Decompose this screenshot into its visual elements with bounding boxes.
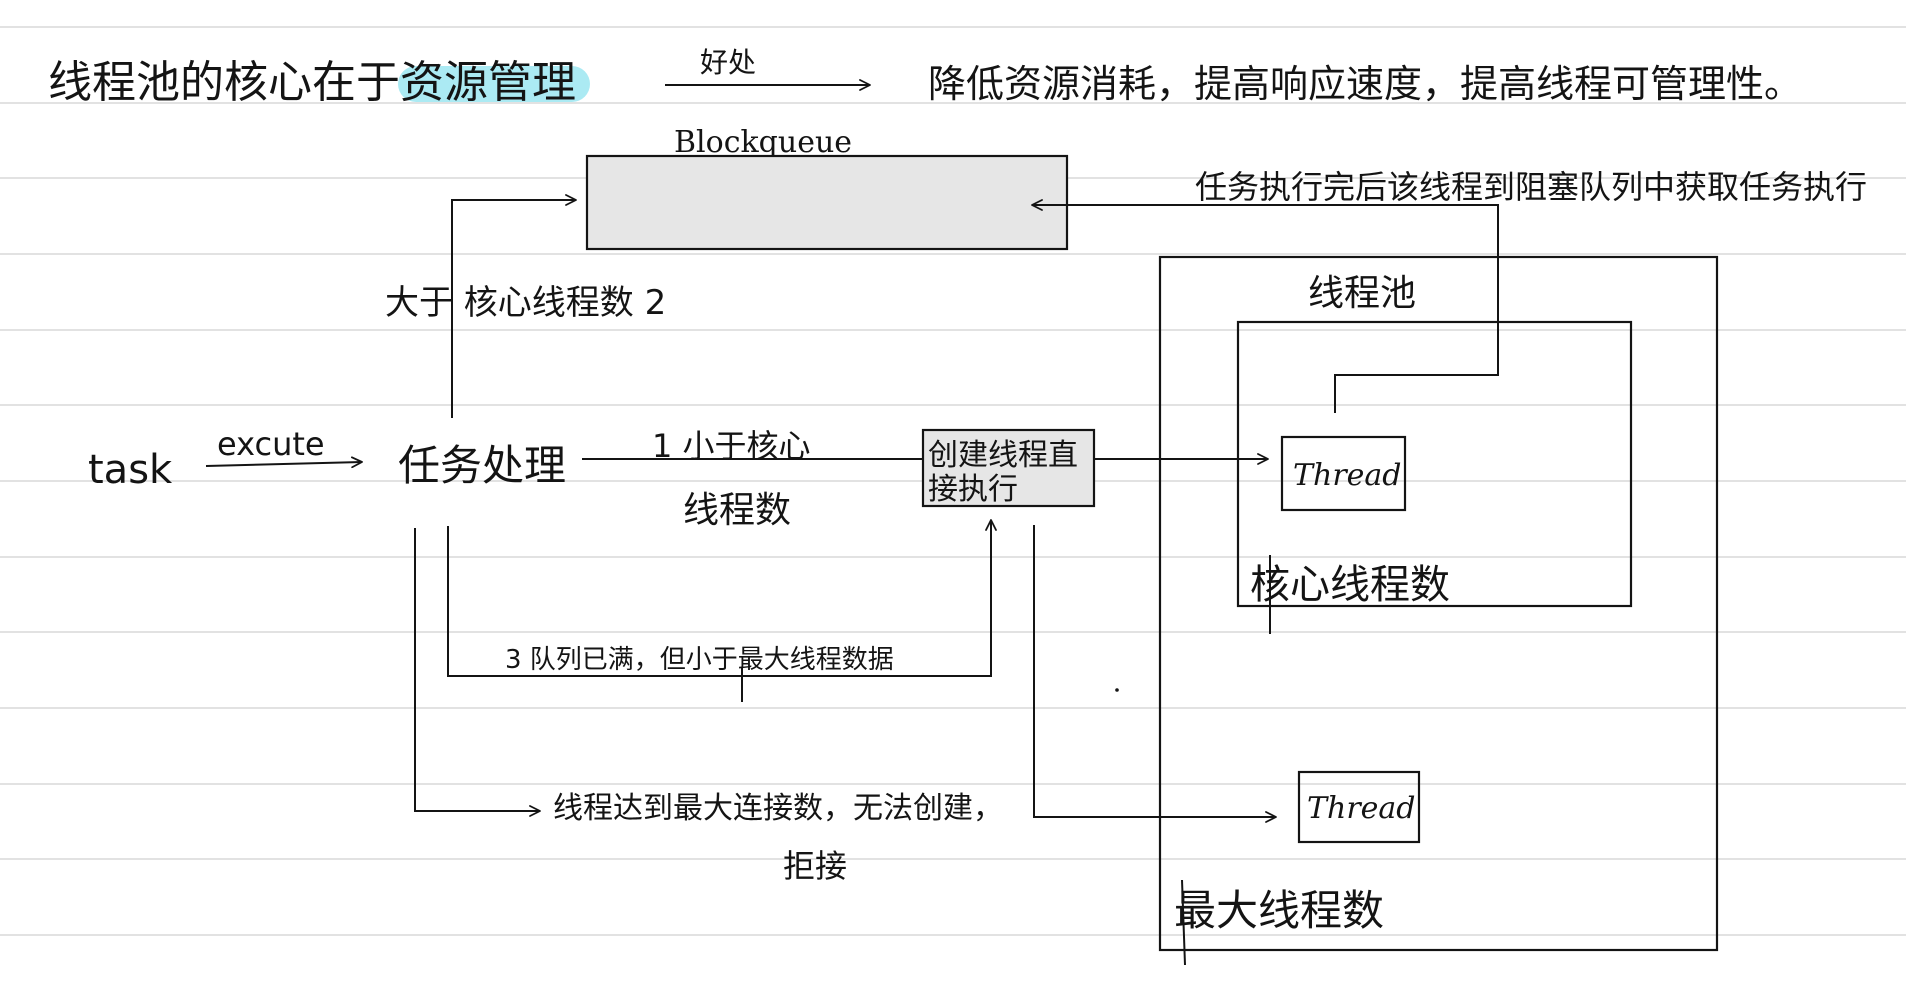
title-highlight [398, 66, 590, 102]
branch-less-core-1: 1 小于核心 [652, 427, 811, 465]
title-text: 线程池的核心在于资源管理 [48, 57, 576, 108]
queue-full-label: 3 队列已满，但小于最大线程数据 [505, 645, 894, 675]
thread-box-2 [1297, 770, 1421, 844]
reject-line2: 拒接 [783, 847, 847, 885]
max-count-label: 最大线程数 [1174, 886, 1384, 935]
thread-box-1 [1280, 435, 1407, 512]
ruled-lines [0, 26, 1906, 936]
create-thread-line2: 接执行 [928, 472, 1018, 507]
create-thread-line1: 创建线程直 [928, 438, 1078, 473]
max-pool-tick [1181, 879, 1186, 966]
benefit-text: 降低资源消耗，提高响应速度，提高线程可管理性。 [928, 62, 1802, 106]
return-to-queue-arrow [1031, 199, 1499, 413]
execute-label: excute [217, 425, 325, 463]
pool-label: 线程池 [1308, 273, 1416, 314]
queue-full-arrow [447, 519, 997, 677]
task-label: task [88, 447, 173, 493]
return-to-queue-text: 任务执行完后该线程到阻塞队列中获取任务执行 [1195, 168, 1867, 206]
to-queue-arrow [451, 194, 577, 418]
core-count-label: 核心线程数 [1250, 562, 1450, 608]
branch-core-greater: 大于 核心线程数 2 [385, 283, 666, 323]
create-to-thread2-arrow [1033, 525, 1277, 823]
stray-dot [1115, 688, 1119, 692]
execute-arrow [205, 456, 363, 469]
create-thread-box [921, 428, 1096, 508]
branch-less-core-2: 线程数 [683, 490, 791, 531]
benefit-label: 好处 [700, 46, 756, 79]
core-pool-box [1236, 320, 1633, 608]
thread-label-1: Thread [1293, 458, 1402, 493]
thread-label-2: Thread [1307, 791, 1416, 826]
blockqueue-box [585, 154, 1069, 251]
blockqueue-label: Blockqueue [674, 125, 852, 160]
reject-arrow [414, 528, 541, 817]
reject-line1: 线程达到最大连接数，无法创建， [553, 791, 1003, 826]
max-pool-box [1158, 255, 1719, 952]
process-label: 任务处理 [398, 441, 566, 490]
